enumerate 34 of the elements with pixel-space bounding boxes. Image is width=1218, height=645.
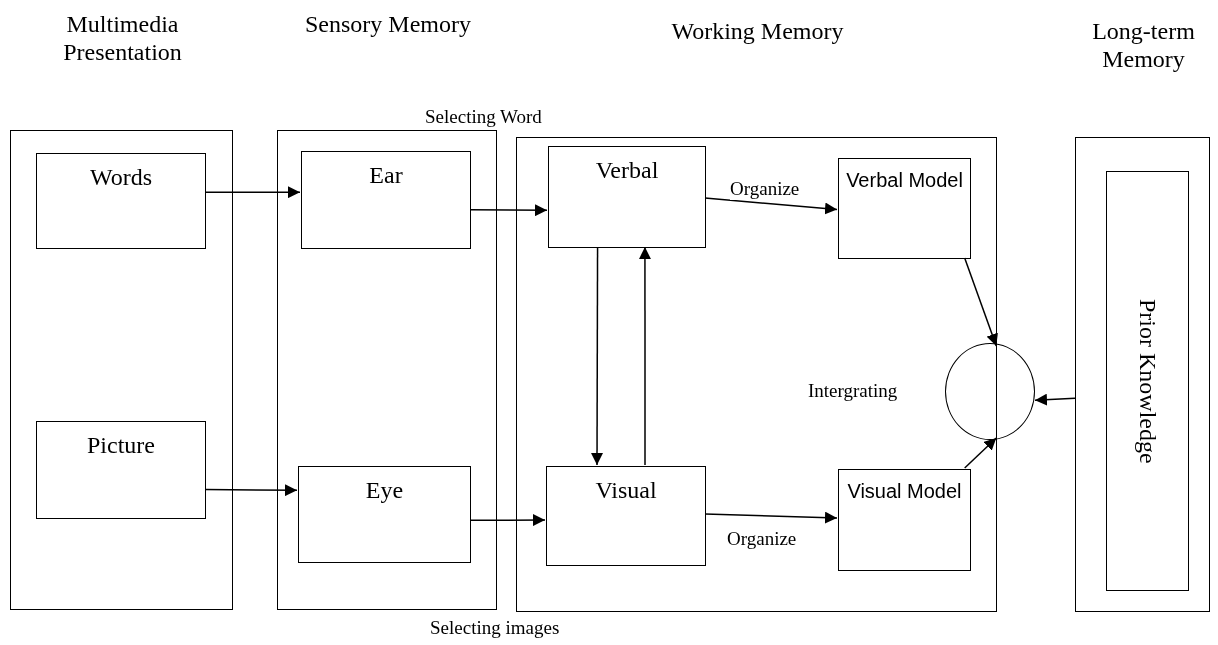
- process-box: [298, 466, 471, 563]
- arrow: [204, 484, 298, 497]
- arrow: [469, 204, 548, 217]
- arrow: [704, 197, 838, 215]
- node-label: Visual Model: [847, 479, 962, 502]
- column-heading: Long-term Memory: [1091, 18, 1196, 74]
- arrow: [591, 246, 604, 466]
- column-heading: Multimedia Presentation: [62, 11, 183, 67]
- process-box: [36, 153, 206, 249]
- node-label: Prior Knowledge: [1134, 298, 1161, 464]
- process-box: [546, 466, 706, 566]
- integration-circle: [945, 343, 1035, 440]
- node-label: Visual: [595, 476, 657, 504]
- process-box: [301, 151, 471, 249]
- column-heading: Working Memory: [670, 18, 845, 46]
- node-label: Verbal: [595, 156, 659, 184]
- arrow: [638, 246, 651, 466]
- arrow: [704, 511, 838, 524]
- process-box: [1106, 171, 1189, 591]
- node-label: Ear: [369, 161, 403, 189]
- process-box: [36, 421, 206, 519]
- node-label: Verbal Model: [846, 168, 963, 191]
- node-label: Picture: [87, 431, 155, 459]
- process-box: [838, 158, 971, 259]
- arrow: [963, 257, 998, 347]
- arrow: [469, 514, 546, 527]
- process-box: [838, 469, 971, 571]
- arrow: [963, 437, 998, 469]
- process-box: [548, 146, 706, 248]
- column-heading: Sensory Memory: [304, 11, 472, 39]
- arrow: [1034, 393, 1076, 406]
- arrow: [204, 186, 301, 199]
- node-label: Eye: [365, 476, 404, 504]
- node-label: Words: [89, 163, 153, 191]
